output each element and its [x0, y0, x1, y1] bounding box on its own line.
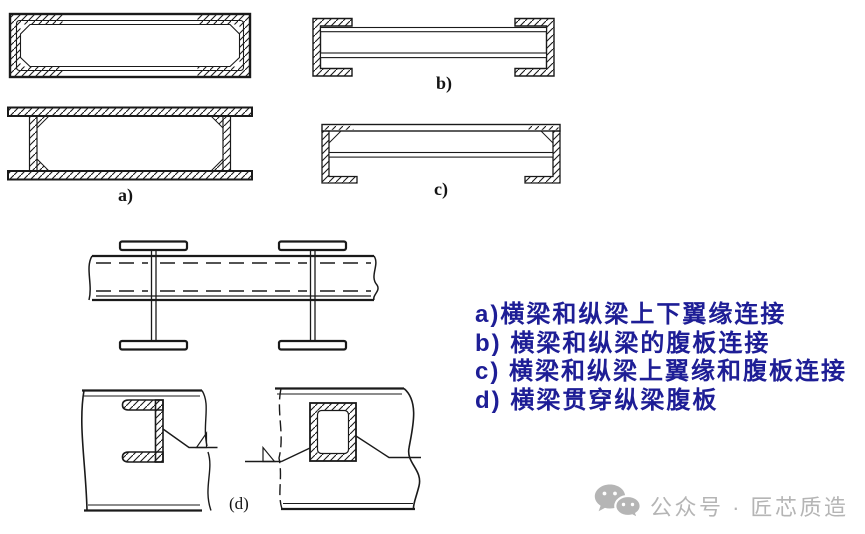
- figure-c-section: [321, 123, 561, 184]
- figure-d-channel-detail: [80, 389, 218, 512]
- figure-a-box-section: [8, 12, 252, 79]
- figure-c-label: c): [434, 179, 448, 199]
- figure-elevation-view: [88, 240, 379, 351]
- figure-b-section: [312, 17, 555, 77]
- caption-list: a)横梁和纵梁上下翼缘连接 b) 横梁和纵梁的腹板连接 c) 横梁和纵梁上翼缘和…: [475, 301, 847, 415]
- figure-a-label: a): [118, 185, 133, 205]
- figure-d-label: (d): [229, 494, 249, 513]
- caption-line-a: a)横梁和纵梁上下翼缘连接: [475, 301, 787, 328]
- watermark-text: 公众号 · 匠芯质造: [650, 495, 849, 520]
- caption-line-b: b) 横梁和纵梁的腹板连接: [475, 329, 771, 357]
- caption-line-d: d) 横梁贯穿纵梁腹板: [475, 386, 719, 414]
- figure-b-label: b): [436, 73, 453, 93]
- figure-d-box-detail: [245, 387, 421, 511]
- figure-a-flanged-section: [7, 106, 253, 181]
- caption-line-c: c) 横梁和纵梁上翼缘和腹板连接: [475, 358, 848, 386]
- wechat-icon: [594, 484, 642, 521]
